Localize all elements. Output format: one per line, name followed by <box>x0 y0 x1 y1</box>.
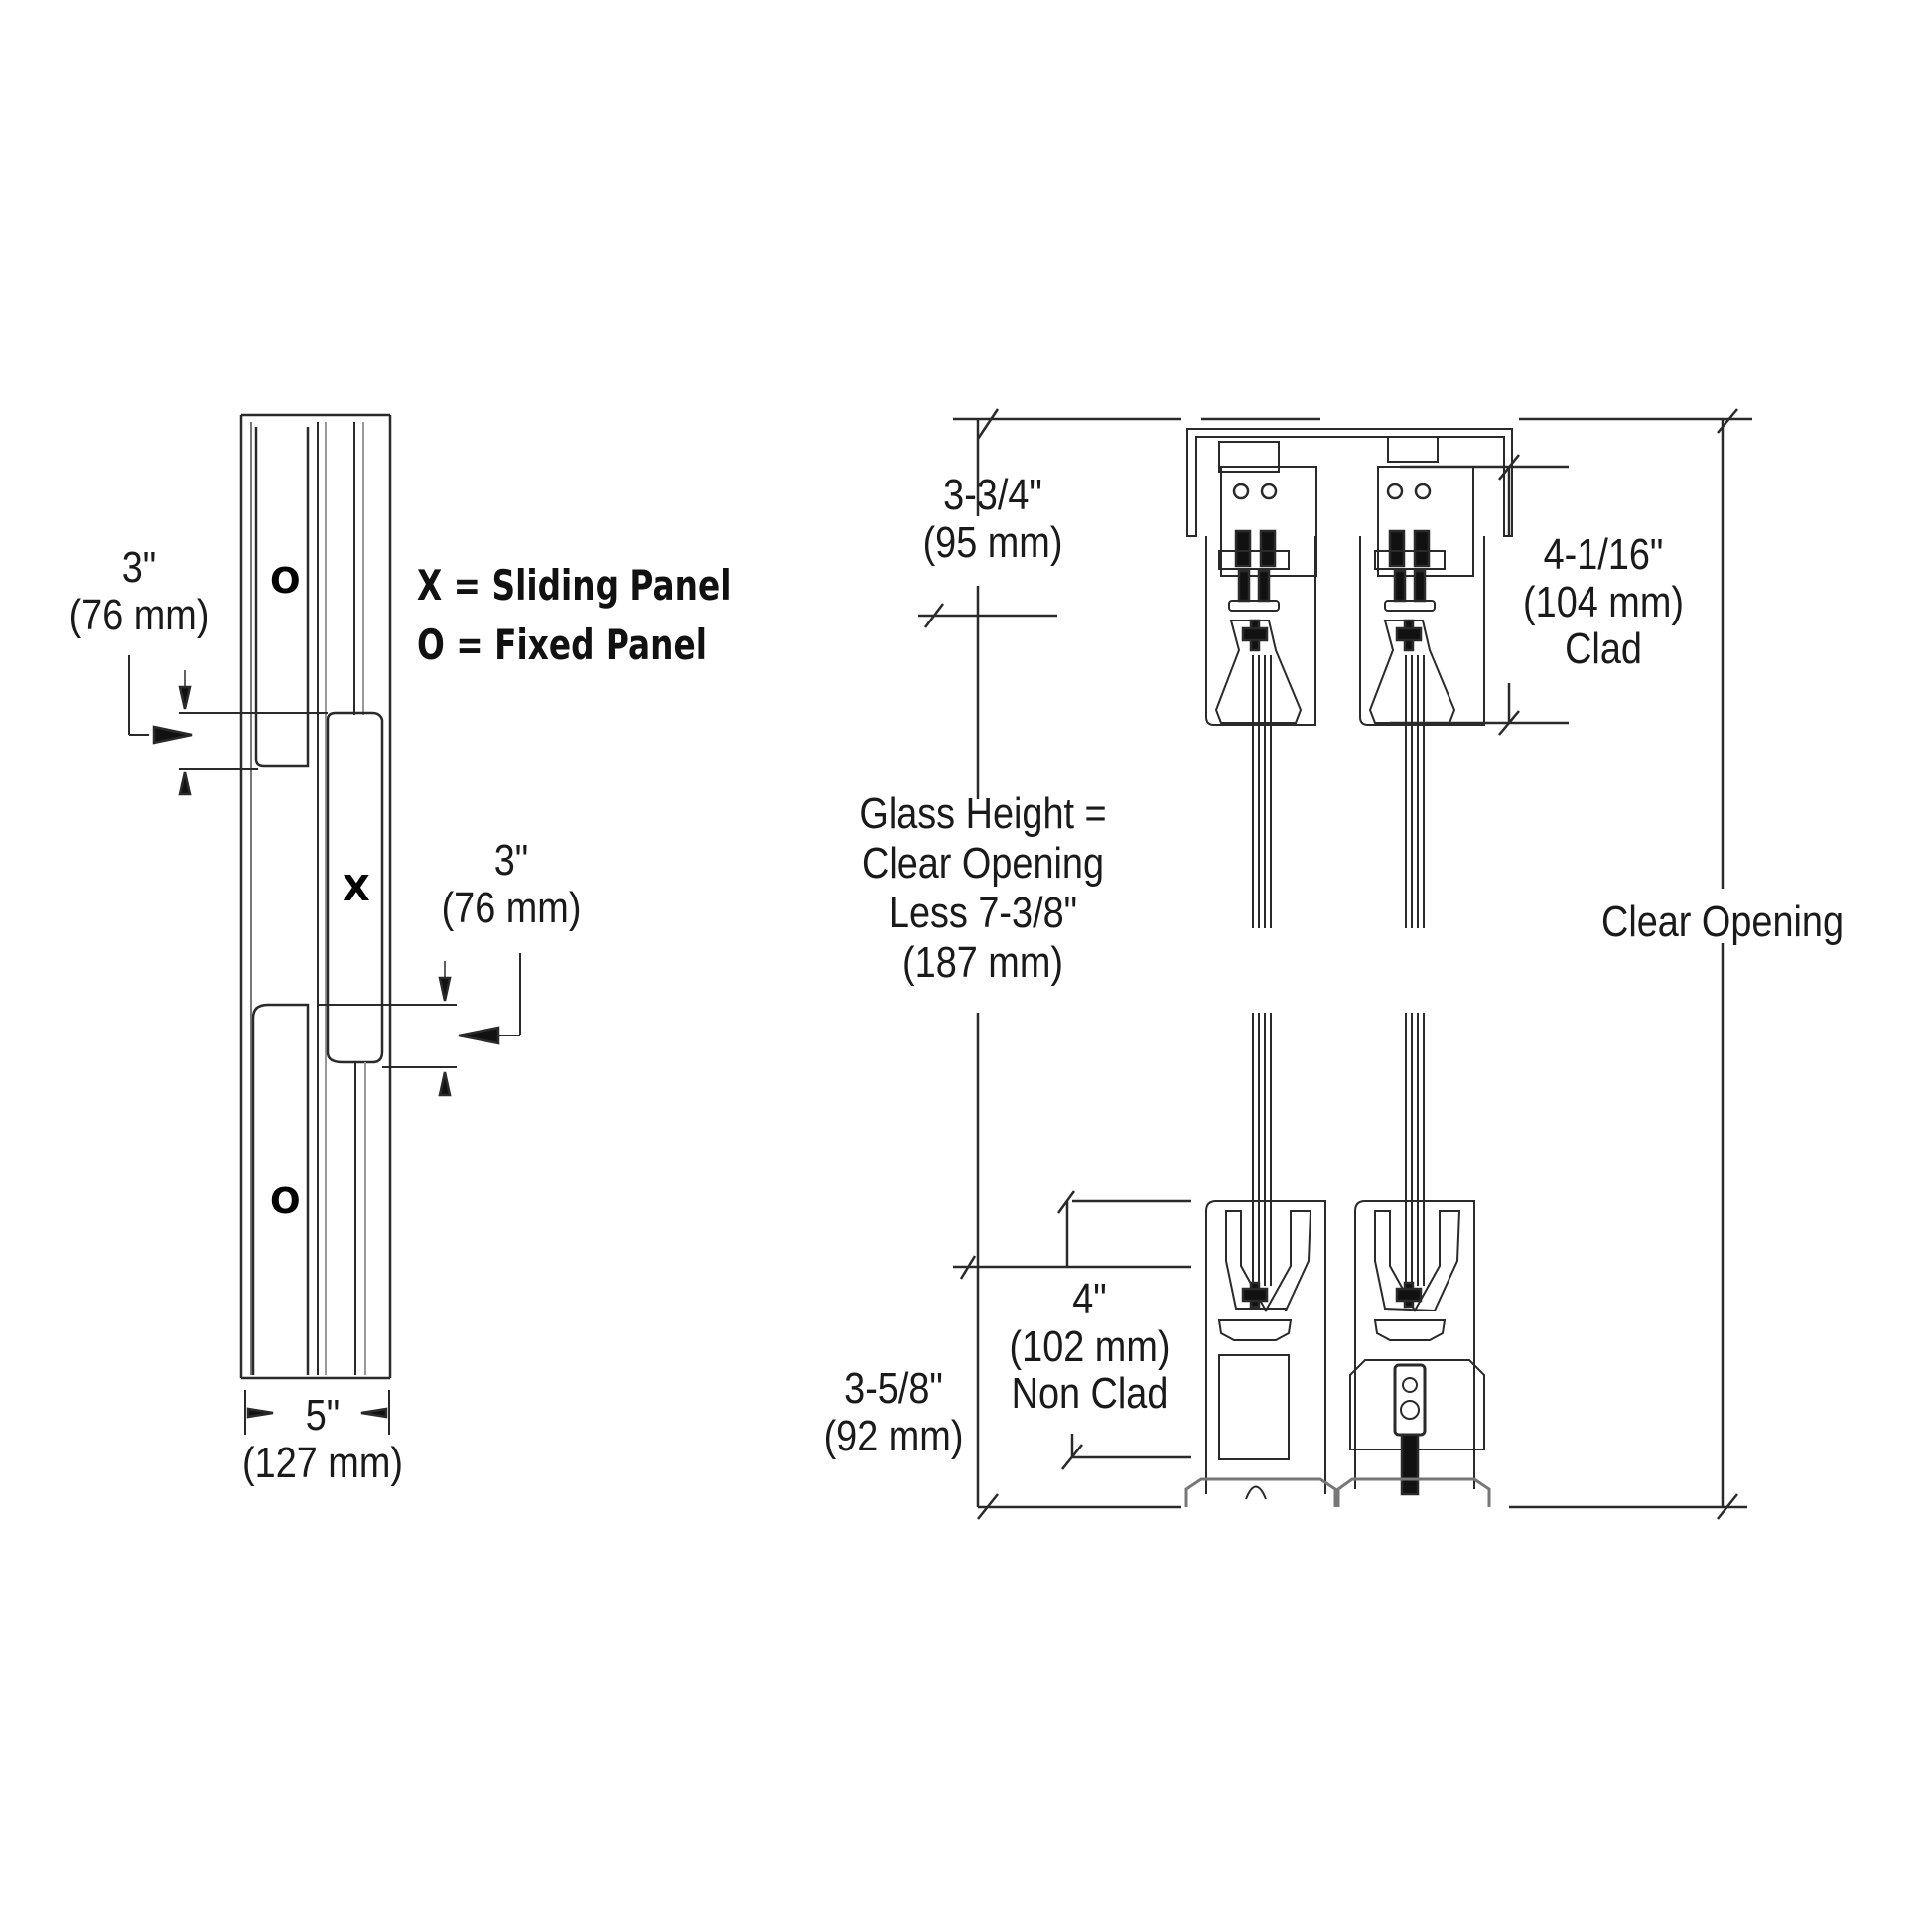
dim-clad-height: 4-1/16" (104 mm) Clad <box>1501 531 1706 673</box>
dim-clad-note: Clad <box>1565 624 1642 674</box>
dim-bottom-clearance-inches: 3-5/8" <box>844 1364 943 1413</box>
dim-width-inches: 5" <box>305 1391 341 1440</box>
right-section <box>918 408 1752 1520</box>
glass-height-line4: (187 mm) <box>902 938 1063 988</box>
dim-clad-height-mm: (104 mm) <box>1523 577 1684 626</box>
dim-bottom-clearance: 3-5/8" (92 mm) <box>808 1365 979 1459</box>
glass-height-line1: Glass Height = <box>859 789 1107 838</box>
fixed-panel-mark-top: O <box>270 561 301 602</box>
legend-sliding-panel: X = Sliding Panel <box>417 561 732 610</box>
dim-non-clad-inches: 4" <box>1072 1275 1107 1323</box>
dim-overlap-top-inches: 3" <box>121 543 157 592</box>
dim-overlap-top: 3" (76 mm) <box>54 544 224 638</box>
glass-height-line2: Clear Opening <box>861 839 1104 889</box>
dim-width-mm: (127 mm) <box>242 1438 403 1487</box>
dim-non-clad-note: Non Clad <box>1011 1369 1169 1419</box>
dim-width: 5" (127 mm) <box>224 1392 421 1486</box>
dim-top-clearance-mm: (95 mm) <box>922 517 1063 567</box>
dim-non-clad-mm: (102 mm) <box>1009 1321 1171 1371</box>
glass-height-formula: Glass Height = Clear Opening Less 7-3/8"… <box>851 789 1116 989</box>
fixed-panel-mark-bottom: O <box>270 1181 301 1222</box>
dim-non-clad-height: 4" (102 mm) Non Clad <box>994 1276 1186 1418</box>
dim-overlap-top-mm: (76 mm) <box>69 590 209 639</box>
legend: X = Sliding Panel O = Fixed Panel <box>417 556 731 675</box>
dim-clad-height-inches: 4-1/16" <box>1543 530 1664 579</box>
dim-top-clearance-inches: 3-3/4" <box>943 471 1042 519</box>
dim-overlap-bottom: 3" (76 mm) <box>422 837 602 931</box>
dim-overlap-bottom-mm: (76 mm) <box>441 883 582 932</box>
dim-overlap-bottom-inches: 3" <box>493 836 529 885</box>
sliding-panel-mark: X <box>343 869 370 909</box>
left-elevation <box>128 413 521 1435</box>
dim-bottom-clearance-mm: (92 mm) <box>823 1411 964 1460</box>
glass-height-line3: Less 7-3/8" <box>888 889 1078 938</box>
dim-top-clearance: 3-3/4" (95 mm) <box>903 472 1083 566</box>
clear-opening-label: Clear Opening <box>1600 897 1844 946</box>
legend-fixed-panel: O = Fixed Panel <box>417 621 707 669</box>
